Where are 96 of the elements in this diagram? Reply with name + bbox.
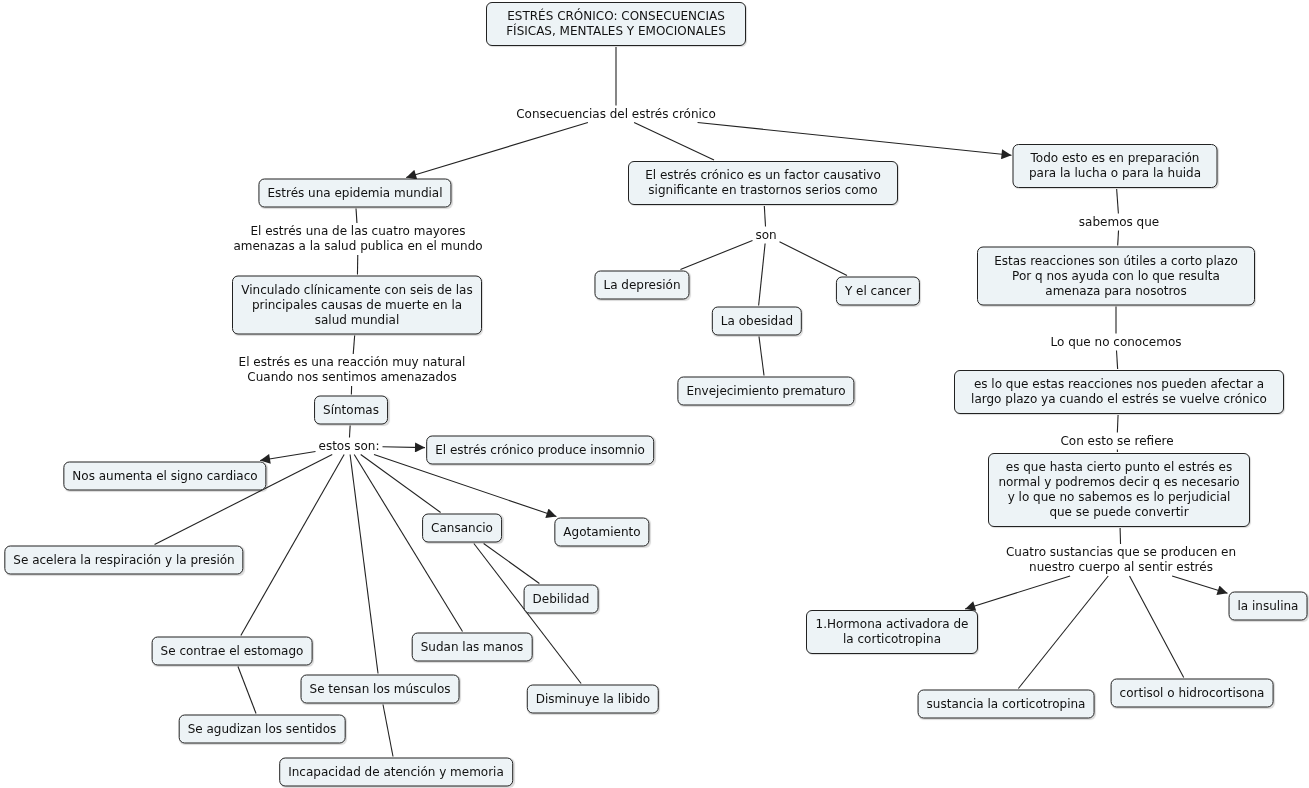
concept-text: Debilidad: [532, 591, 590, 607]
linking-phrase: sabemos que: [1076, 214, 1162, 230]
arrow: [259, 450, 317, 464]
connector-line: [633, 121, 715, 161]
arrow: [964, 575, 1071, 611]
arrow: [381, 442, 426, 453]
title-box: [486, 2, 746, 46]
concept-box: [232, 275, 482, 335]
concept-box: [258, 178, 452, 208]
concept-text: Se contrae el estomago: [160, 643, 304, 659]
connector-line: [154, 453, 333, 546]
connector-line: [237, 665, 257, 715]
connector-line: [758, 242, 766, 307]
connector-line: [679, 239, 754, 271]
connector-line: [1115, 305, 1117, 335]
concept-box: [411, 632, 533, 662]
concept-box: [835, 276, 921, 306]
connector-line: [1119, 527, 1122, 545]
title-text: ESTRÉS CRÓNICO: CONSECUENCIAS FÍSICAS, MENTALES Y EMOCIONALES: [505, 9, 727, 39]
concept-text: Nos aumenta el signo cardiaco: [72, 468, 258, 484]
concept-box: [1110, 678, 1274, 708]
connector-line: [1116, 414, 1119, 434]
concept-box: [711, 306, 803, 336]
concept-text: 1.Hormona activadora de la corticotropina: [815, 617, 969, 647]
concept-box: [554, 517, 650, 547]
linking-phrase: Lo que no conocemos: [1048, 334, 1184, 350]
concept-text: Incapacidad de atención y memoria: [288, 764, 504, 780]
connector-line: [353, 453, 464, 633]
concept-box: [300, 674, 460, 704]
concept-text: la insulina: [1237, 598, 1299, 614]
concept-box: [677, 376, 855, 406]
connector-line: [352, 334, 356, 355]
connector-line: [1117, 229, 1120, 247]
concept-text: Se acelera la respiración y la presión: [13, 552, 235, 568]
connector-line: [382, 703, 394, 758]
connector-line: [1116, 188, 1119, 215]
concept-text: El estrés crónico produce insomnio: [435, 442, 645, 458]
connector-line: [360, 453, 442, 514]
concept-box: [279, 757, 513, 787]
concept-text: es lo que estas reacciones nos pueden afectar a largo plazo ya cuando el estrés se vuelve crónico: [970, 377, 1268, 407]
concept-text: Estas reacciones son útiles a corto plazo Por q nos ayuda con lo que resulta amenaza para nosotros: [993, 253, 1239, 299]
connector-line: [1129, 575, 1185, 679]
concept-box: [523, 584, 599, 614]
connector-line: [758, 335, 765, 377]
concept-box: [178, 714, 346, 744]
concept-text: Se agudizan los sentidos: [187, 721, 337, 737]
concept-box: [977, 246, 1255, 306]
concept-box: [954, 370, 1284, 414]
connector-line: [763, 205, 767, 228]
concept-text: Agotamiento: [563, 524, 641, 540]
concept-text: Y el cancer: [844, 283, 912, 299]
connector-line: [1115, 349, 1119, 370]
concept-text: Sudan las manos: [420, 639, 524, 655]
connector-line: [348, 424, 351, 439]
arrow: [1171, 575, 1229, 596]
concept-box: [594, 270, 690, 300]
arrow: [405, 121, 589, 180]
connector-line: [473, 542, 582, 685]
concept-text: La obesidad: [720, 313, 794, 329]
connector-line: [778, 241, 848, 277]
concept-text: Se tensan los músculos: [309, 681, 451, 697]
connector-line: [1116, 448, 1118, 453]
connector-line: [483, 542, 540, 585]
concept-text: es que hasta cierto punto el estrés es normal y podremos decir q es necesario y lo que no sabemos es lo perjudicial que se puede convertir: [997, 460, 1241, 520]
concept-text: Estrés una epidemia mundial: [267, 185, 443, 201]
concept-text: Cansancio: [431, 520, 493, 536]
concept-text: La depresión: [603, 277, 681, 293]
concept-text: Síntomas: [323, 402, 379, 418]
concept-box: [151, 636, 313, 666]
concept-text: Disminuye la libido: [535, 691, 651, 707]
concept-box: [426, 435, 654, 465]
concept-box: [628, 161, 898, 205]
concept-box: [4, 545, 244, 575]
concept-text: Envejecimiento prematuro: [686, 383, 846, 399]
connector-line: [1017, 575, 1109, 690]
concept-box: [1228, 591, 1308, 621]
concept-box: [806, 610, 978, 654]
arrow: [373, 453, 557, 518]
concept-box: [1012, 144, 1218, 188]
connector-line: [356, 254, 359, 276]
concept-text: Todo esto es en preparación para la lucha o para la huida: [1027, 151, 1203, 181]
concept-text: Vinculado clínicamente con seis de las principales causas de muerte en la salud mundial: [241, 282, 473, 328]
concept-box: [526, 684, 660, 714]
concept-text: sustancia la corticotropina: [926, 696, 1086, 712]
concept-text: cortisol o hidrocortisona: [1119, 685, 1265, 701]
concept-box: [314, 395, 388, 425]
connector-line: [349, 453, 379, 675]
connector-line: [240, 453, 345, 637]
concept-box: [422, 513, 502, 543]
concept-box: [988, 453, 1250, 527]
arrow: [697, 121, 1013, 160]
concept-box: [917, 689, 1095, 719]
concept-box: [63, 461, 267, 491]
concept-text: El estrés crónico es un factor causativo significante en trastornos serios como: [644, 168, 882, 198]
connector-line: [355, 207, 358, 224]
connector-line: [615, 46, 617, 107]
